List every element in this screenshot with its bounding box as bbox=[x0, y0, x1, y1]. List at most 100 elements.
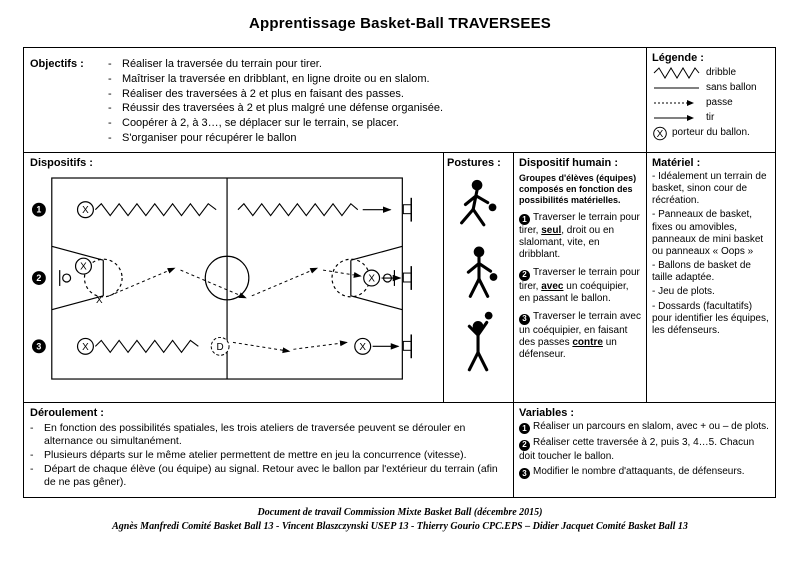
page-title: Apprentissage Basket-Ball TRAVERSEES bbox=[248, 15, 551, 32]
deroulement-item-text: Plusieurs départs sur le même atelier pe… bbox=[44, 449, 467, 461]
player-shooting-icon bbox=[467, 311, 493, 372]
deroulement-cell: Déroulement : -En fonction des possibili… bbox=[24, 403, 514, 497]
player-running-dribble-icon bbox=[459, 179, 496, 227]
player-standing-dribble-icon bbox=[466, 246, 497, 298]
step-number-badge: 2 bbox=[519, 439, 530, 451]
route-2: 2 X X X bbox=[31, 257, 412, 306]
objectifs-item-text: Maîtriser la traversée en dribblant, en … bbox=[122, 72, 430, 85]
postures-cell: Postures : bbox=[444, 153, 514, 403]
legende-cell: Légende : dribble sans ballon passe tir … bbox=[647, 48, 775, 153]
station-number: 1 bbox=[36, 204, 41, 214]
objectifs-label: Objectifs : bbox=[30, 58, 84, 70]
legend-item-sans-ballon: sans ballon bbox=[652, 81, 770, 96]
materiel-item: - Ballons de basket de taille adaptée. bbox=[652, 260, 751, 284]
bullet-dash: - bbox=[108, 117, 112, 129]
item-text: Traverser le terrain avec un coéquipier,… bbox=[519, 311, 641, 348]
item-text: , droit ou en slalomant, vite, en dribbl… bbox=[519, 224, 615, 261]
objectifs-cell: Objectifs : -Réaliser la traversée du te… bbox=[24, 48, 647, 153]
dispositif-humain-label: Dispositif humain : bbox=[519, 157, 618, 169]
step-number-badge: 1 bbox=[519, 423, 530, 435]
ball-carrier-x: X bbox=[657, 129, 664, 140]
legend-label-text: sans ballon bbox=[706, 82, 757, 93]
objectifs-item: -Réaliser des traversées à 2 et plus en … bbox=[108, 88, 640, 102]
item-text: Modifier le nombre d'attaquants, de défe… bbox=[533, 465, 745, 477]
main-table: Objectifs : -Réaliser la traversée du te… bbox=[23, 47, 776, 498]
basket-icon bbox=[402, 334, 412, 358]
dispositif-humain-intro: Groupes d'élèves (équipes) composés en f… bbox=[519, 172, 637, 206]
legend-label-text: tir bbox=[706, 112, 715, 123]
item-text: Traverser le terrain pour tirer, bbox=[519, 267, 640, 292]
item-text: Réaliser un parcours en slalom, avec + o… bbox=[533, 420, 769, 432]
item-emphasis: contre bbox=[572, 336, 603, 348]
player-x-marker: X bbox=[96, 295, 103, 306]
deroulement-item: -En fonction des possibilités spatiales,… bbox=[30, 422, 507, 448]
basket-icon bbox=[402, 197, 412, 222]
materiel-item: - Jeu de plots. bbox=[652, 286, 715, 298]
materiel-item: - Dossards (facultatifs) pour identifier… bbox=[652, 300, 769, 336]
objectifs-item-text: Réaliser la traversée du terrain pour ti… bbox=[122, 58, 322, 70]
legend-label-text: dribble bbox=[706, 67, 737, 78]
route-1: 1 X bbox=[31, 197, 412, 222]
deroulement-label: Déroulement : bbox=[30, 407, 104, 419]
player-x-marker: X bbox=[80, 261, 87, 272]
objectifs-list: -Réaliser la traversée du terrain pour t… bbox=[108, 58, 640, 148]
footer-document-line: Document de travail Commission Mixte Bas… bbox=[257, 507, 543, 518]
footer-credits-line: Agnès Manfredi Comité Basket Ball 13 - V… bbox=[112, 520, 688, 532]
ball-carrier-icon: X bbox=[653, 126, 667, 141]
dribble-zigzag-icon bbox=[653, 67, 700, 80]
item-text: Réaliser cette traversée à 2, puis 3, 4…… bbox=[519, 437, 755, 462]
legend-label-text: passe bbox=[706, 97, 733, 108]
variables-label: Variables : bbox=[519, 407, 575, 419]
player-x-marker: X bbox=[82, 205, 89, 216]
dispositifs-cell: Dispositifs : 1 X bbox=[24, 153, 444, 403]
postures-figures bbox=[459, 179, 497, 372]
court-diagram: 1 X 2 X X bbox=[31, 177, 412, 380]
station-number: 2 bbox=[36, 273, 41, 283]
legende-label: Légende : bbox=[652, 52, 704, 64]
dispositifs-label: Dispositifs : bbox=[30, 157, 93, 169]
objectifs-item-text: Réussir des traversées à 2 et plus malgr… bbox=[122, 102, 444, 115]
bullet-dash: - bbox=[108, 102, 112, 115]
bullet-dash: - bbox=[30, 463, 34, 476]
legend-item-tir: tir bbox=[652, 111, 770, 126]
bullet-dash: - bbox=[108, 58, 112, 70]
objectifs-item: -S'organiser pour récupérer le ballon bbox=[108, 132, 640, 146]
bullet-dash: - bbox=[108, 72, 112, 85]
deroulement-item: -Plusieurs départs sur le même atelier p… bbox=[30, 449, 507, 462]
materiel-label: Matériel : bbox=[652, 157, 701, 169]
item-emphasis: seul bbox=[541, 224, 562, 236]
objectifs-item: -Maîtriser la traversée en dribblant, en… bbox=[108, 73, 640, 87]
bullet-dash: - bbox=[30, 449, 34, 461]
item-text: un coéquipier, en passant le ballon. bbox=[519, 280, 629, 304]
deroulement-list: -En fonction des possibilités spatiales,… bbox=[30, 422, 507, 490]
legend-label-text: porteur du ballon. bbox=[672, 127, 750, 138]
deroulement-item-text: Départ de chaque élève (ou équipe) au si… bbox=[44, 463, 498, 489]
bullet-dash: - bbox=[30, 421, 34, 434]
legend-item-porteur: X porteur du ballon. bbox=[652, 126, 770, 141]
item-text: Traverser le terrain pour tirer, bbox=[519, 211, 640, 236]
postures-label: Postures : bbox=[447, 157, 501, 169]
player-x-marker: X bbox=[359, 342, 366, 353]
item-text: un défenseur. bbox=[519, 336, 617, 360]
deroulement-item: -Départ de chaque élève (ou équipe) au s… bbox=[30, 463, 507, 489]
item-emphasis: avec bbox=[541, 280, 564, 292]
player-x-marker: X bbox=[368, 273, 375, 284]
player-x-marker: X bbox=[82, 342, 89, 353]
step-number-badge: 1 bbox=[519, 213, 530, 225]
objectifs-item-text: Réaliser des traversées à 2 et plus en f… bbox=[122, 87, 404, 100]
objectifs-item-text: S'organiser pour récupérer le ballon bbox=[122, 131, 297, 144]
objectifs-item: -Coopérer à 2, à 3…, se déplacer sur le … bbox=[108, 117, 640, 131]
station-number: 3 bbox=[36, 341, 41, 351]
dispositif-humain-cell: Dispositif humain : Groupes d'élèves (éq… bbox=[514, 153, 647, 403]
step-number-badge: 3 bbox=[519, 313, 530, 325]
objectifs-item: -Réaliser la traversée du terrain pour t… bbox=[108, 58, 640, 72]
route-3: 3 X D X bbox=[31, 334, 412, 358]
defender-d-marker: D bbox=[217, 342, 224, 353]
legend-item-passe: passe bbox=[652, 96, 770, 111]
pass-dotted-arrow-icon bbox=[654, 100, 694, 107]
